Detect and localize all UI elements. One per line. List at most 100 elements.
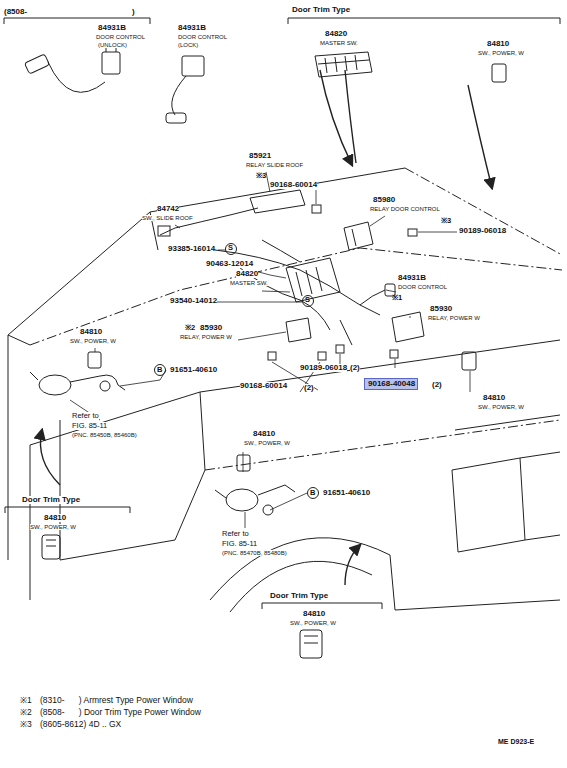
clip <box>336 345 344 353</box>
clip <box>268 352 276 360</box>
note-mark: ※1 <box>392 294 402 302</box>
part-number: 84810 <box>483 394 505 402</box>
note-mark: ※3 <box>256 172 266 180</box>
note-mark: ※3 <box>441 217 451 225</box>
note-mark: ※2 <box>185 324 195 332</box>
part-number: 84820 <box>236 270 258 278</box>
footnote: ※2 <box>20 708 32 717</box>
wire-harness <box>215 240 385 345</box>
arrow <box>320 70 352 165</box>
part-number: 84931B <box>178 24 206 32</box>
clip <box>318 352 326 360</box>
part-number: 84810 <box>253 430 275 438</box>
part-description: SW., POWER, W <box>30 524 76 530</box>
part-description: RELAY, POWER W <box>428 315 480 321</box>
part-number: 93540-14012 <box>170 297 217 305</box>
note-mark: S <box>305 296 310 304</box>
part-number: 90189-06018 <box>459 227 506 235</box>
part-number: 85930 <box>430 305 452 313</box>
master-switch <box>286 258 340 302</box>
slide-roof-relay <box>158 190 305 236</box>
note-mark: S <box>228 244 233 252</box>
part-description: RELAY SLIDE ROOF <box>246 162 303 168</box>
part-description: RELAY DOOR CONTROL <box>370 206 440 212</box>
part-number: 84810 <box>303 610 325 618</box>
part-number: 84820 <box>325 30 347 38</box>
power-window-switch <box>492 64 506 82</box>
power-window-switch <box>237 455 250 471</box>
reference-note: FIG. 85-11 <box>222 540 257 548</box>
footnote: ※1 <box>20 696 32 705</box>
part-number: 84810 <box>487 40 509 48</box>
part-description: DOOR CONTROL <box>96 34 145 40</box>
part-description: (PNC. 85470B, 85480B) <box>222 550 287 556</box>
part-number: 84931B <box>398 274 426 282</box>
diagram-code: ME D923-E <box>498 738 534 745</box>
part-number: 84742 <box>157 205 179 213</box>
bracket <box>5 507 130 513</box>
power-window-switch <box>88 352 101 368</box>
footnote: ※3 <box>20 720 32 729</box>
part-number: 90189-06018 <box>300 364 347 372</box>
clip <box>390 350 398 358</box>
footnote: (8508- ) Door Trim Type Power Window <box>40 708 201 717</box>
arrow <box>468 85 492 188</box>
arrow <box>345 545 360 585</box>
bracket <box>262 603 382 609</box>
car-body <box>8 168 562 612</box>
reference-note: Refer to <box>72 412 99 420</box>
part-description: SW., POWER, W <box>478 404 524 410</box>
part-number: ) <box>132 8 135 16</box>
part-number: 91651-40610 <box>170 366 217 374</box>
door-control-relay <box>344 222 373 250</box>
part-number: 85930 <box>200 324 222 332</box>
bracket <box>4 18 150 24</box>
part-number: 90168-40048 <box>368 380 414 389</box>
symbol-circle <box>308 488 319 499</box>
master-switch <box>315 52 372 77</box>
symbol-circle <box>226 244 237 255</box>
part-number: Door Trim Type <box>292 6 350 14</box>
arrow <box>40 430 60 485</box>
power-window-relay <box>286 312 424 342</box>
part-number: 84931B <box>98 24 126 32</box>
part-description: SW., POWER, W <box>478 50 524 56</box>
part-description: (PNC. 85450B, 85460B) <box>72 432 137 438</box>
part-number: (2) <box>304 384 314 392</box>
part-number: Door Trim Type <box>22 496 80 504</box>
reference-note: Refer to <box>222 530 249 538</box>
part-number: 90168-60014 <box>270 181 317 189</box>
part-number: (8508- <box>4 8 27 16</box>
part-description: MASTER SW. <box>320 40 358 46</box>
footnote: (8605-8612) 4D .. GX <box>40 720 121 729</box>
part-description: DOOR CONTROL <box>398 284 447 290</box>
part-number: (2) <box>432 381 442 389</box>
part-description: SW., SLIDE ROOF <box>142 215 193 221</box>
part-number: 85980 <box>373 196 395 204</box>
bracket <box>288 18 560 24</box>
clip <box>408 229 417 236</box>
screw <box>312 205 321 213</box>
part-number: 90168-60014 <box>240 382 287 390</box>
part-number: 84810 <box>80 328 102 336</box>
note-mark: B <box>157 366 162 374</box>
part-description: DOOR CONTROL <box>178 34 227 40</box>
door-control-switch <box>24 46 204 123</box>
reference-note: FIG. 85-11 <box>72 422 107 430</box>
part-description: (LOCK) <box>178 42 198 48</box>
part-description: SW., POWER, W <box>244 440 290 446</box>
part-number: 90463-12014 <box>206 260 253 268</box>
part-description: (UNLOCK) <box>98 42 127 48</box>
highlight-box: 90168-40048 <box>364 378 418 390</box>
footnote: (8310- ) Armrest Type Power Window <box>40 696 193 705</box>
part-description: MASTER SW. <box>230 280 268 286</box>
part-number: 85921 <box>249 152 271 160</box>
part-number: (2) <box>350 364 360 372</box>
part-description: RELAY, POWER W <box>180 334 232 340</box>
regulator-motor <box>30 372 295 515</box>
part-description: SW., POWER, W <box>70 338 116 344</box>
part-number: 91651-40610 <box>323 489 370 497</box>
part-number: 93385-16014 <box>168 245 215 253</box>
leader-line <box>70 172 470 528</box>
part-number: Door Trim Type <box>270 592 328 600</box>
